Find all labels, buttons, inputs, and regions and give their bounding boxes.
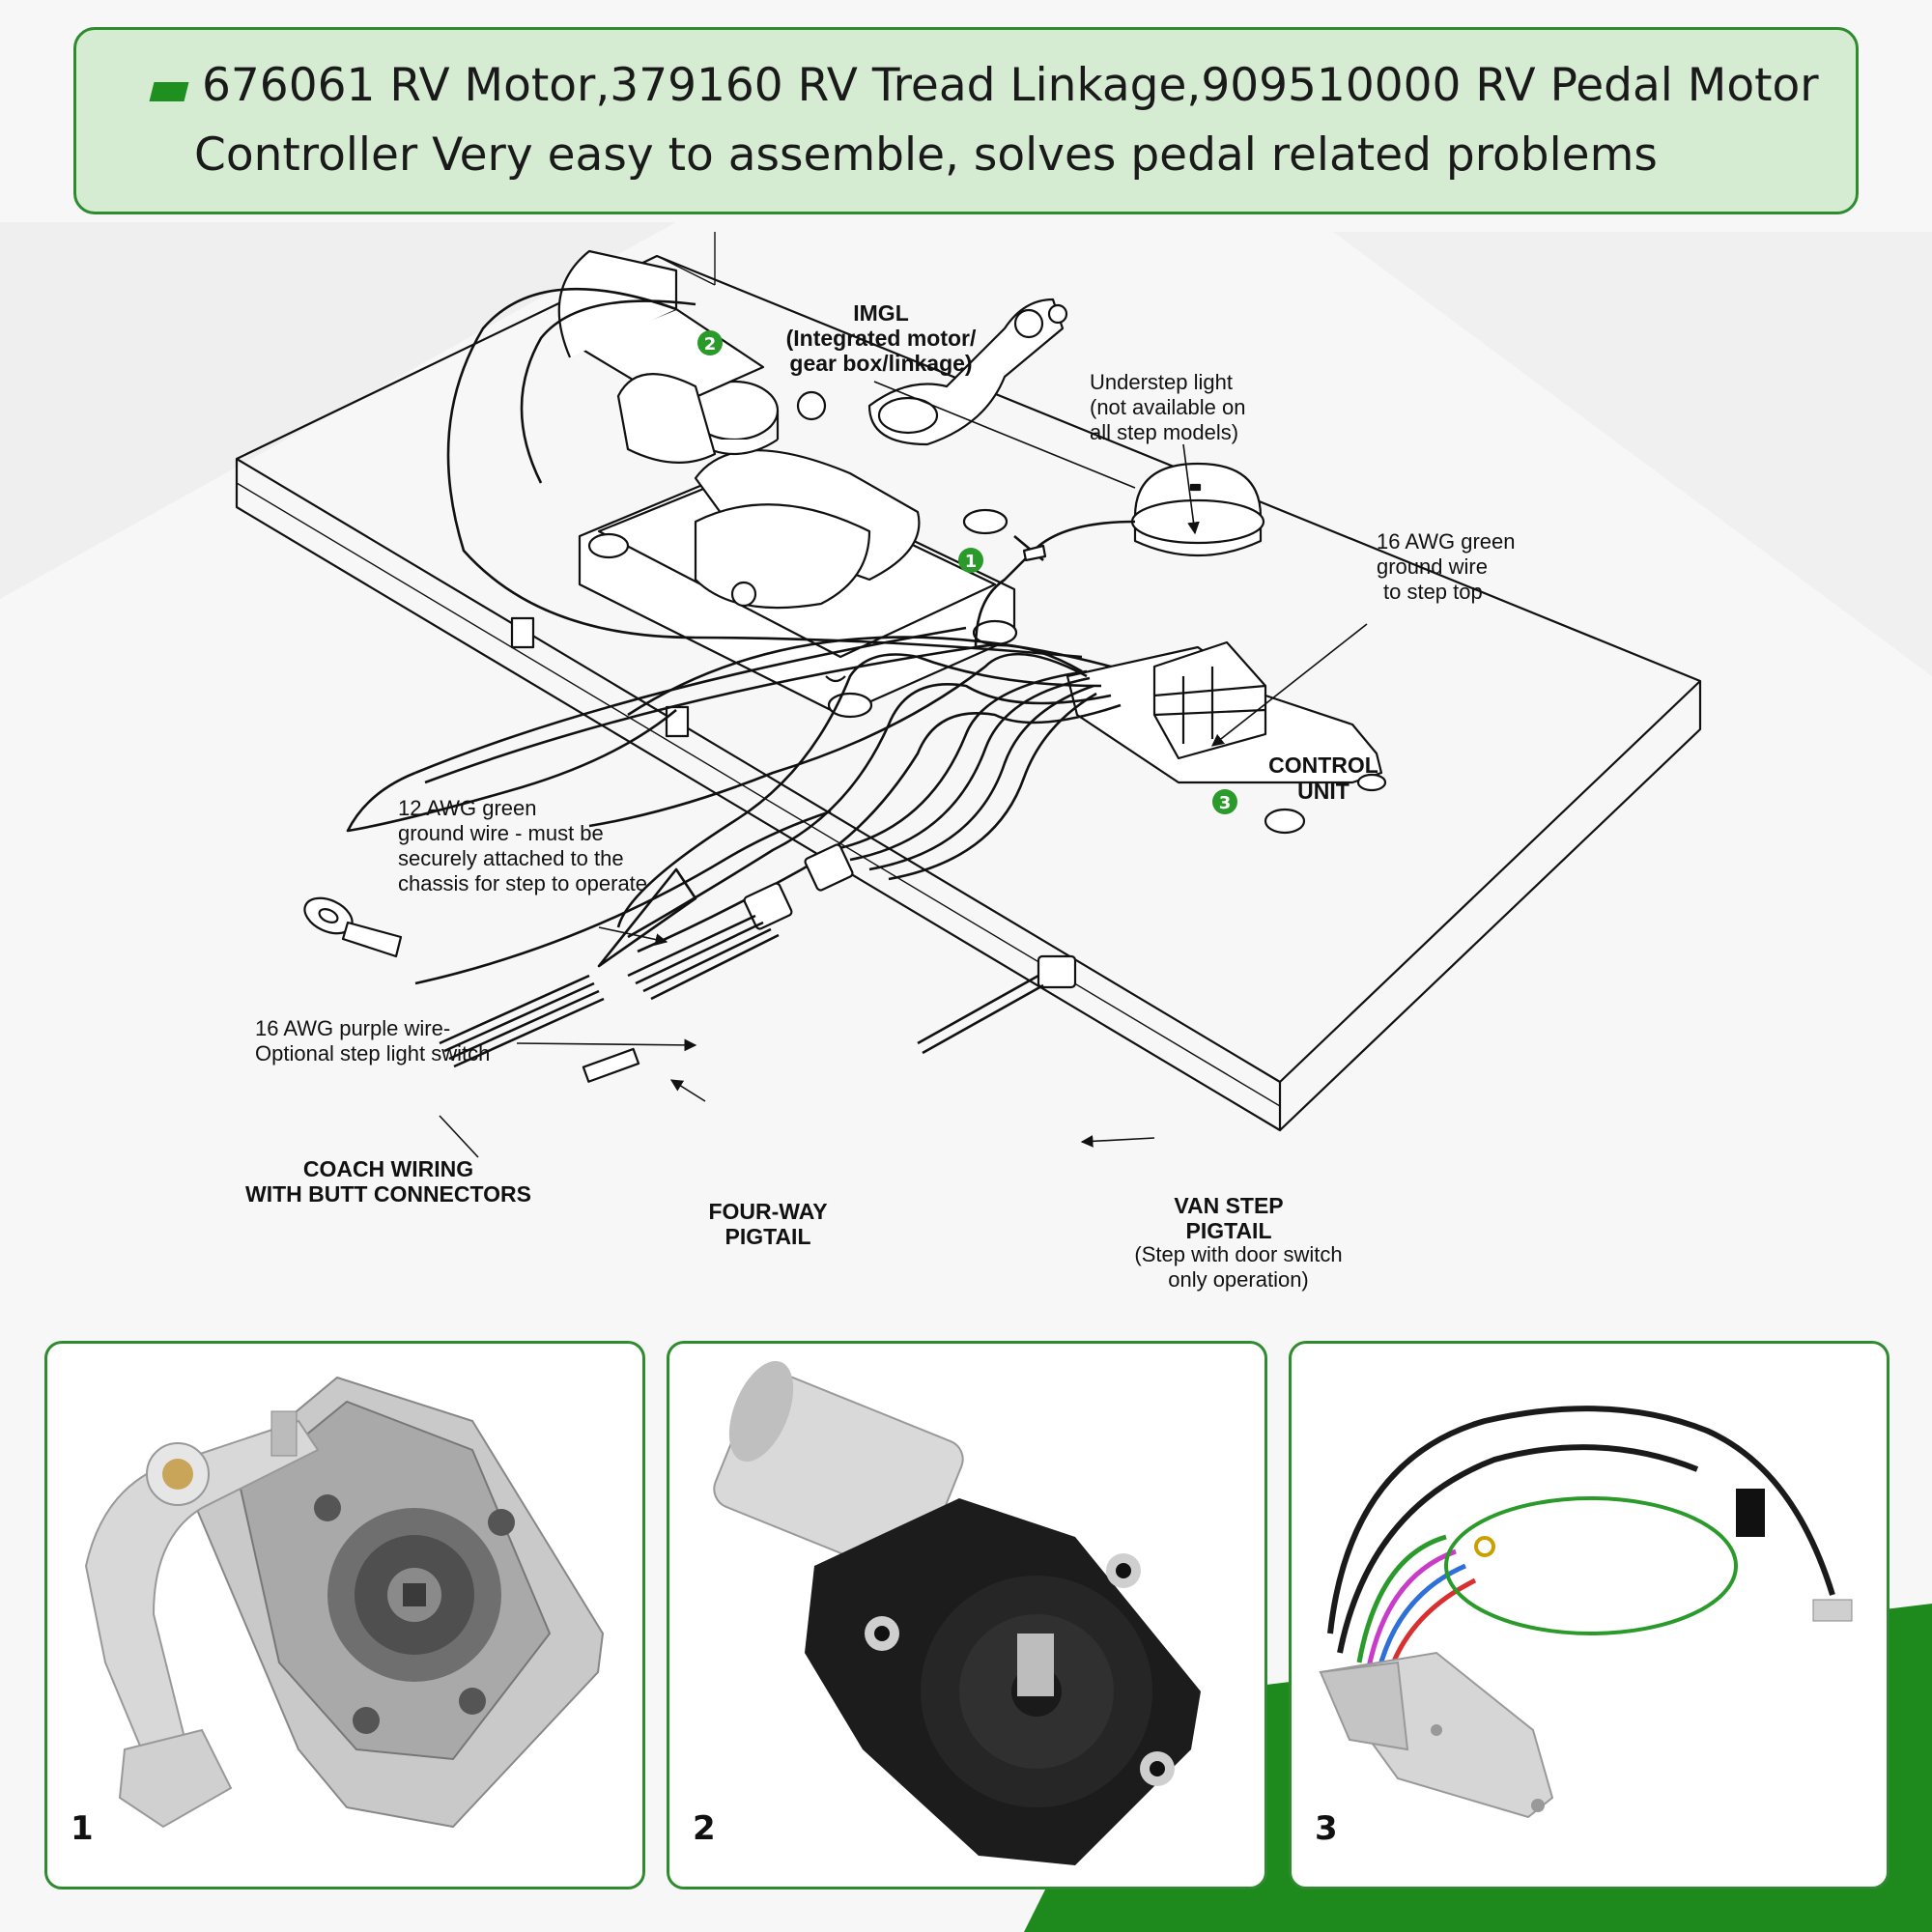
svg-text:UNIT: UNIT [1297, 779, 1350, 804]
ring-terminal [303, 896, 403, 958]
title-line-2: Controller Very easy to assemble, solves… [194, 128, 1658, 182]
controller-harness-image [1319, 1406, 1853, 1819]
title-text: 676061 RV Motor,379160 RV Tread Linkage,… [194, 51, 1844, 190]
product-panel-3: 3 [1289, 1341, 1889, 1889]
svg-text:only operation): only operation) [1168, 1267, 1309, 1292]
svg-text:16 AWG purple wire-: 16 AWG purple wire- [255, 1016, 450, 1040]
svg-text:COACH WIRING: COACH WIRING [303, 1156, 473, 1181]
label-understep-light: Understep light (not available on all st… [1090, 370, 1245, 444]
svg-text:2: 2 [704, 334, 717, 355]
svg-text:Understep light: Understep light [1090, 370, 1233, 394]
wiring-diagram: 2 1 3 IMGL (Integrated motor/ gear box/l… [235, 232, 1702, 1292]
svg-text:CONTROL: CONTROL [1268, 753, 1378, 778]
bullet-icon [149, 82, 189, 101]
panel-number-1: 1 [71, 1809, 94, 1848]
svg-text:(Step with door switch: (Step with door switch [1134, 1242, 1342, 1266]
svg-text:(Integrated motor/: (Integrated motor/ [786, 326, 977, 351]
label-four-way-pigtail: FOUR-WAY PIGTAIL [708, 1199, 827, 1249]
svg-text:(not available on: (not available on [1090, 395, 1245, 419]
label-coach-wiring: COACH WIRING WITH BUTT CONNECTORS [245, 1156, 531, 1207]
control-unit-drawing [1065, 640, 1387, 835]
gearbox-linkage-image [84, 1376, 605, 1829]
label-imgl: IMGL (Integrated motor/ gear box/linkage… [786, 300, 977, 376]
svg-text:all step models): all step models) [1090, 420, 1238, 444]
svg-text:chassis for step to operate: chassis for step to operate [398, 871, 647, 895]
svg-text:FOUR-WAY: FOUR-WAY [708, 1199, 827, 1224]
label-16awg-purple: 16 AWG purple wire- Optional step light … [255, 1016, 490, 1065]
title-banner: 676061 RV Motor,379160 RV Tread Linkage,… [73, 27, 1859, 214]
label-16awg-green: 16 AWG green ground wire to step top [1377, 529, 1515, 604]
panel-number-2: 2 [693, 1809, 716, 1848]
svg-text:ground wire: ground wire [1377, 554, 1488, 579]
svg-text:VAN STEP: VAN STEP [1174, 1193, 1283, 1218]
imgl-assembly [557, 249, 1068, 719]
svg-text:16 AWG green: 16 AWG green [1377, 529, 1515, 554]
svg-text:3: 3 [1219, 793, 1232, 813]
label-12awg-green: 12 AWG green ground wire - must be secur… [398, 796, 647, 895]
svg-text:ground wire - must be: ground wire - must be [398, 821, 604, 845]
understep-light [1130, 462, 1265, 557]
badge-3: 3 [1212, 789, 1237, 814]
connectors [582, 544, 1077, 1083]
svg-text:1: 1 [965, 552, 978, 572]
svg-text:PIGTAIL: PIGTAIL [724, 1224, 810, 1249]
svg-text:12 AWG green: 12 AWG green [398, 796, 536, 820]
svg-text:to step top: to step top [1383, 580, 1483, 604]
motor-image [713, 1360, 1201, 1865]
svg-text:gear box/linkage): gear box/linkage) [789, 351, 972, 376]
svg-text:WITH BUTT CONNECTORS: WITH BUTT CONNECTORS [245, 1181, 531, 1207]
badge-1: 1 [958, 548, 983, 573]
product-panel-2: 2 [667, 1341, 1267, 1889]
label-van-step-pigtail: VAN STEP PIGTAIL (Step with door switch … [1134, 1193, 1342, 1292]
wire-harness [346, 287, 1136, 968]
label-control-unit: CONTROL UNIT [1268, 753, 1378, 804]
title-line-1: 676061 RV Motor,379160 RV Tread Linkage,… [202, 59, 1819, 112]
svg-text:IMGL: IMGL [853, 300, 909, 326]
panel-number-3: 3 [1315, 1809, 1338, 1848]
svg-text:securely attached to the: securely attached to the [398, 846, 624, 870]
product-panel-1: 1 [44, 1341, 645, 1889]
svg-text:Optional step light switch: Optional step light switch [255, 1041, 490, 1065]
badge-2: 2 [697, 330, 723, 355]
svg-text:PIGTAIL: PIGTAIL [1185, 1218, 1271, 1243]
